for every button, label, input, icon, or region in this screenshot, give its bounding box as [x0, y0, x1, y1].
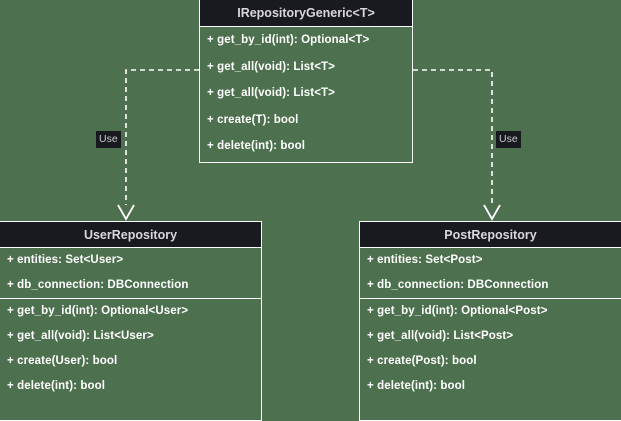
attribute-row: + db_connection: DBConnection — [367, 279, 549, 291]
class-box-userrepository[interactable]: UserRepository + entities: Set<User> + d… — [0, 221, 262, 421]
edge-label-use-right: Use — [496, 131, 521, 148]
method-row: + get_all(void): List<T> — [207, 87, 335, 99]
method-row: + get_by_id(int): Optional<T> — [207, 34, 370, 46]
method-row: + delete(int): bool — [367, 380, 466, 392]
dependency-edge-user-repository — [117, 69, 199, 221]
method-row: + create(Post): bool — [367, 355, 477, 367]
method-compartment-irepositorygeneric: + get_by_id(int): Optional<T> + get_all(… — [200, 27, 412, 160]
attribute-compartment-userrepository: + entities: Set<User> + db_connection: D… — [0, 248, 261, 298]
method-row: + delete(int): bool — [207, 140, 306, 152]
method-row: + get_by_id(int): Optional<Post> — [367, 305, 548, 317]
class-title-irepositorygeneric: IRepositoryGeneric<T> — [200, 0, 412, 27]
method-row: + get_by_id(int): Optional<User> — [7, 305, 189, 317]
method-row: + get_all(void): List<Post> — [367, 330, 514, 342]
class-box-irepositorygeneric[interactable]: IRepositoryGeneric<T> + get_by_id(int): … — [199, 0, 413, 163]
class-title-userrepository: UserRepository — [0, 222, 261, 248]
attribute-row: + entities: Set<Post> — [367, 254, 483, 266]
class-box-postrepository[interactable]: PostRepository + entities: Set<Post> + d… — [359, 221, 621, 421]
method-compartment-postrepository: + get_by_id(int): Optional<Post> + get_a… — [360, 298, 621, 399]
method-row: + create(User): bool — [7, 355, 118, 367]
method-row: + delete(int): bool — [7, 380, 106, 392]
method-compartment-userrepository: + get_by_id(int): Optional<User> + get_a… — [0, 298, 261, 399]
attribute-compartment-postrepository: + entities: Set<Post> + db_connection: D… — [360, 248, 621, 298]
edge-label-use-left: Use — [96, 131, 121, 148]
method-row: + get_all(void): List<User> — [7, 330, 154, 342]
method-row: + get_all(void): List<T> — [207, 60, 335, 73]
attribute-row: + entities: Set<User> — [7, 254, 124, 266]
attribute-row: + db_connection: DBConnection — [7, 279, 189, 291]
method-row: + create(T): bool — [207, 113, 299, 126]
dependency-edge-post-repository — [413, 69, 501, 221]
class-title-postrepository: PostRepository — [360, 222, 621, 248]
